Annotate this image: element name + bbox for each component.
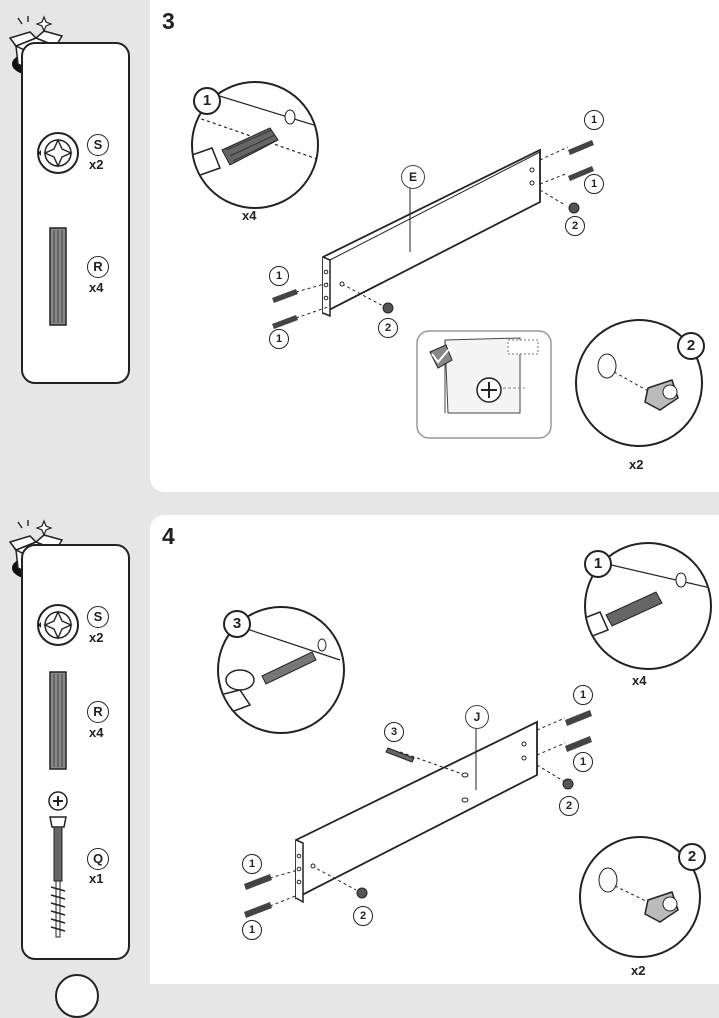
part-label: S xyxy=(87,606,109,628)
dowel-callout: 1 xyxy=(242,854,262,874)
part-qty: x4 xyxy=(89,280,104,295)
dowel-callout: 1 xyxy=(573,685,593,705)
step-3-diagram xyxy=(191,81,703,447)
cam-callout: 2 xyxy=(678,843,706,871)
cam-bolt-icon xyxy=(48,791,68,938)
panel-label: E xyxy=(401,165,425,189)
cam-callout: 2 xyxy=(559,796,579,816)
part-label: R xyxy=(87,256,109,278)
cam-lock-icon xyxy=(37,132,79,174)
cam-callout: 2 xyxy=(677,332,705,360)
wooden-dowel-icon xyxy=(49,671,67,770)
dowel-callout: 1 xyxy=(573,752,593,772)
part-qty: x2 xyxy=(89,157,104,172)
detail-qty: x2 xyxy=(631,963,646,978)
panel-label: J xyxy=(465,705,489,729)
bolt-callout: 3 xyxy=(384,722,404,742)
step-number: 4 xyxy=(162,523,175,549)
detail-qty: x4 xyxy=(242,208,257,223)
detail-qty: x2 xyxy=(629,457,644,472)
cam-callout: 2 xyxy=(565,216,585,236)
cam-callout: 2 xyxy=(378,318,398,338)
dowel-callout: 1 xyxy=(269,329,289,349)
part-qty: x1 xyxy=(89,871,104,886)
part-qty: x2 xyxy=(89,630,104,645)
part-label: S xyxy=(87,134,109,156)
dowel-detail-circle xyxy=(191,81,319,209)
step-4-diagram xyxy=(217,542,712,958)
wooden-dowel-icon xyxy=(49,227,67,326)
bolt-callout: 3 xyxy=(223,610,251,638)
part-qty: x4 xyxy=(89,725,104,740)
dowel-callout: 1 xyxy=(584,110,604,130)
parts-list: S x2 R x4 Q x1 xyxy=(21,544,130,960)
dowel-callout: 1 xyxy=(584,550,612,578)
cam-callout: 2 xyxy=(353,906,373,926)
dowel-callout: 1 xyxy=(584,174,604,194)
cam-lock-icon xyxy=(37,604,79,646)
detail-qty: x4 xyxy=(632,673,647,688)
step-number: 3 xyxy=(162,8,175,34)
part-label: R xyxy=(87,701,109,723)
dowel-callout: 1 xyxy=(269,266,289,286)
part-label: Q xyxy=(87,848,109,870)
dowel-callout: 1 xyxy=(242,920,262,940)
parts-list: S x2 R x4 xyxy=(21,42,130,384)
dowel-callout: 1 xyxy=(193,87,221,115)
next-step-marker xyxy=(55,974,99,1018)
